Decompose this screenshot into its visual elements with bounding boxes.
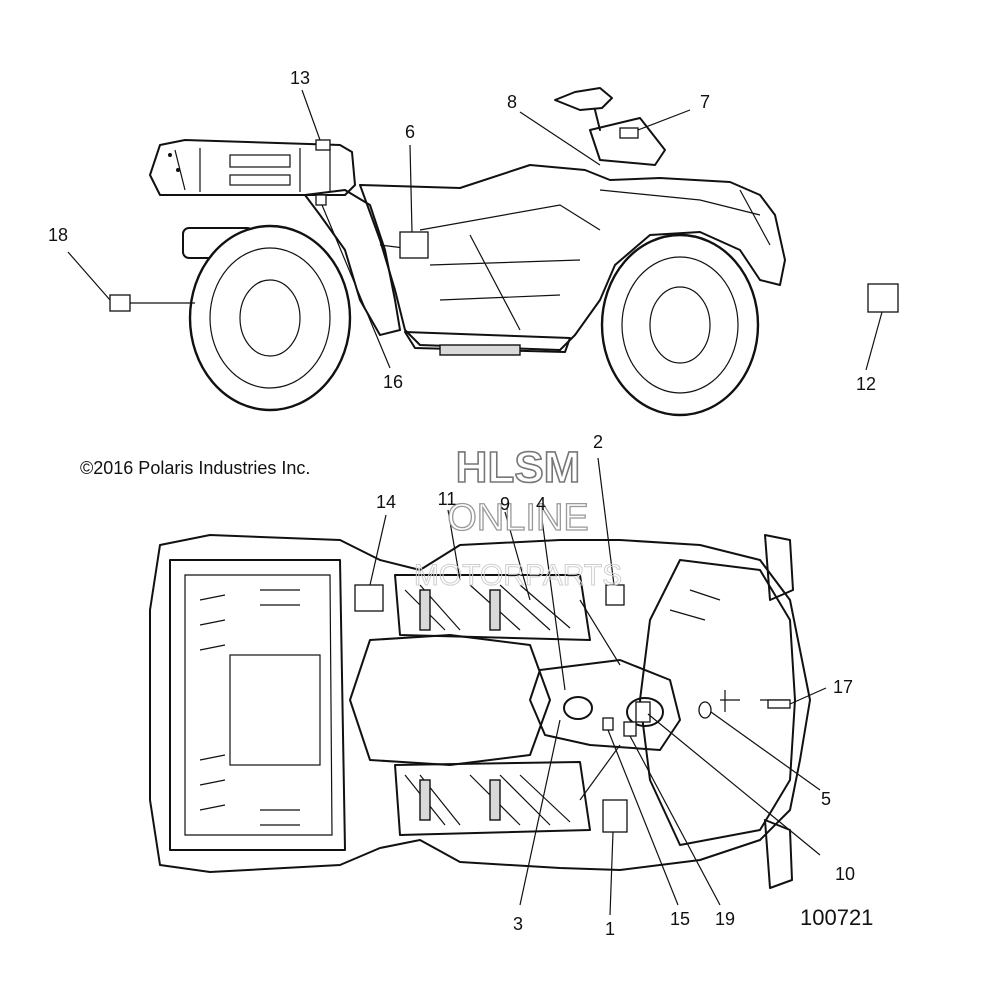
leader-lines [67,89,883,916]
decal-2 [605,584,625,606]
decal-18 [109,294,131,312]
decal-5 [698,701,712,719]
decal-17 [767,699,791,709]
callout-6: 6 [405,122,415,142]
callout-10: 10 [835,864,855,884]
callout-8: 8 [507,92,517,112]
decal-14 [354,584,384,612]
callout-14: 14 [376,492,396,512]
callout-13: 13 [290,68,310,88]
watermark-line1: HLSM [456,443,581,492]
callout-5: 5 [821,789,831,809]
decal-12 [867,283,899,313]
callout-4: 4 [536,494,546,514]
callout-15: 15 [670,909,690,929]
watermark-line3: MOTORPARTS [414,559,622,592]
atv-side-view [109,87,899,417]
decal-10 [635,701,651,723]
watermark-line2: ONLINE [447,497,588,539]
decal-13 [315,139,331,151]
atv-top-view [149,534,811,889]
callout-11: 11 [438,489,457,509]
drawing-number: 100721 [800,905,873,930]
decal-19 [623,721,637,737]
decal-1 [602,799,628,833]
callout-16: 16 [383,372,403,392]
callout-9: 9 [500,494,510,514]
callout-12: 12 [856,374,876,394]
decal-6 [399,231,429,259]
decal-7 [619,127,639,139]
decal-16 [315,194,327,206]
callout-18: 18 [48,225,68,245]
watermark: HLSM ONLINE MOTORPARTS [413,442,622,592]
callout-17: 17 [833,677,853,697]
decal-15 [602,717,614,731]
callout-1: 1 [605,919,615,939]
callout-7: 7 [700,92,710,112]
callout-2: 2 [593,432,603,452]
callout-3: 3 [513,914,523,934]
callout-19: 19 [715,909,735,929]
copyright-text: ©2016 Polaris Industries Inc. [80,458,310,478]
callout-labels: 1 2 3 4 5 6 7 8 9 10 11 12 13 14 15 16 1… [48,68,876,939]
